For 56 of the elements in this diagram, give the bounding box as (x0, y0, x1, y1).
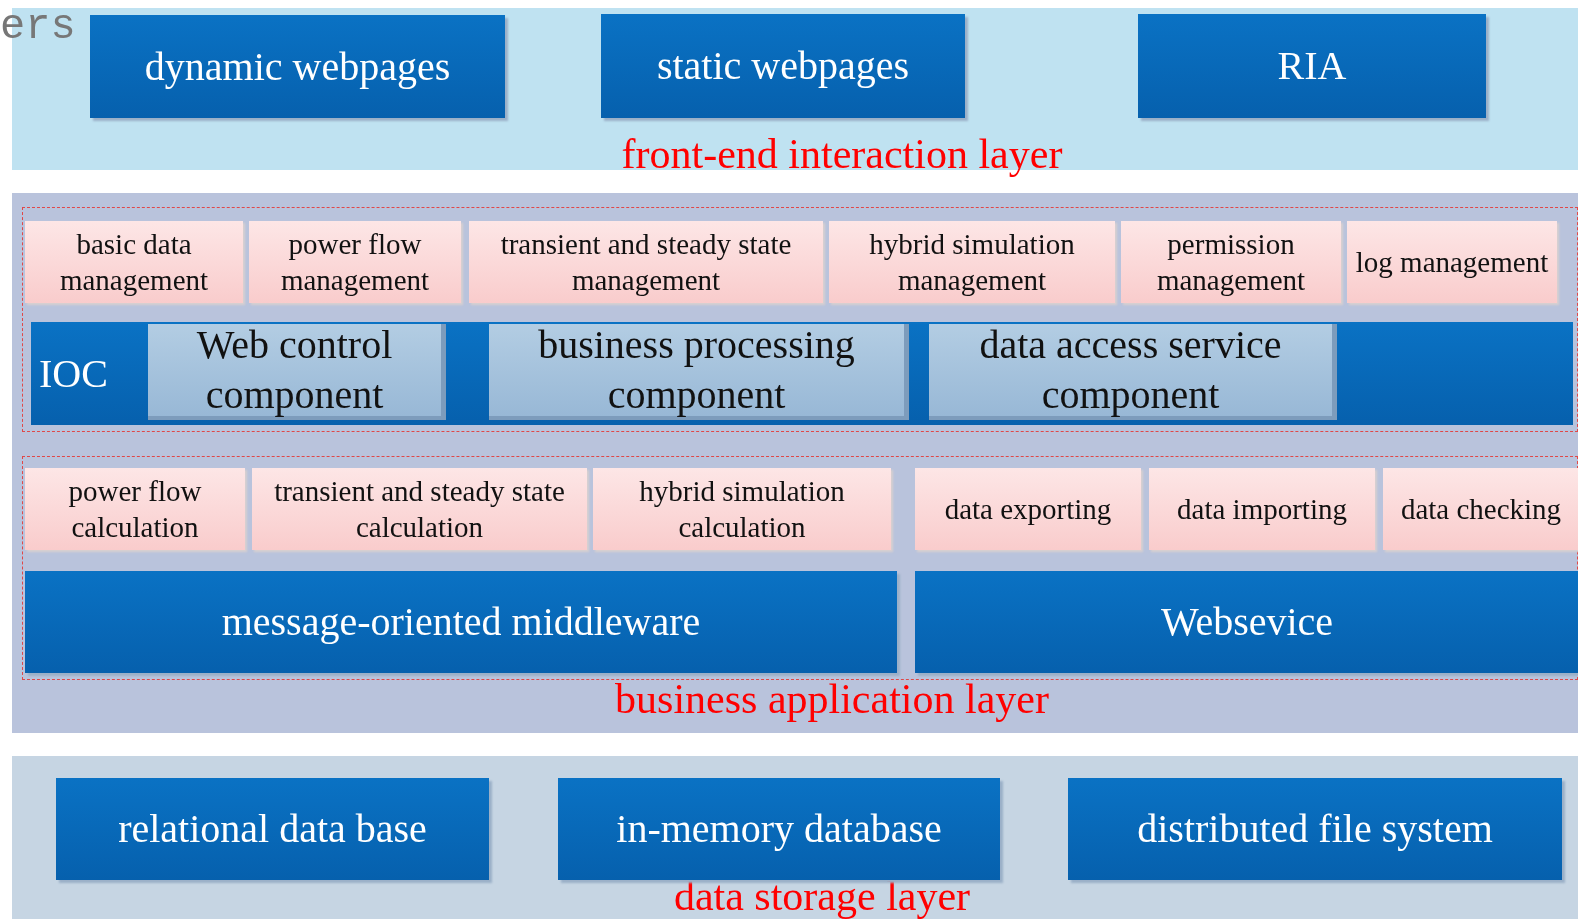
box-label: Web control component (195, 324, 394, 416)
box-label: data access service component (978, 324, 1283, 416)
box-label: data importing (1176, 491, 1348, 527)
box-label: power flow calculation (67, 473, 203, 545)
function-box (469, 221, 823, 303)
module-box (558, 778, 1000, 880)
container-label: IOC (39, 349, 108, 398)
dashed-group-box (22, 207, 1578, 432)
module-box (1138, 14, 1486, 118)
dashed-group-box (22, 456, 1578, 680)
layer-title: front-end interaction layer (620, 129, 1064, 179)
function-box (249, 221, 461, 303)
box-label: transient and steady state management (499, 226, 793, 298)
function-box (25, 468, 245, 550)
box-label: message-oriented middleware (220, 598, 702, 646)
module-box (915, 571, 1578, 673)
box-label: data exporting (943, 491, 1113, 527)
box-label: transient and steady state calculation (273, 473, 566, 545)
component-box (929, 324, 1337, 420)
cut-off-text: ers (0, 4, 76, 51)
module-box (90, 15, 505, 118)
box-label: static webpages (655, 42, 911, 90)
module-box (601, 14, 965, 118)
box-label: basic data management (58, 226, 210, 298)
layer-band (12, 756, 1578, 919)
function-box (915, 468, 1141, 550)
layer-title: business application layer (614, 674, 1050, 724)
module-box (25, 571, 897, 673)
function-box (1347, 221, 1557, 303)
container-band (31, 322, 1573, 425)
box-label: business processing component (537, 324, 856, 416)
component-box (148, 324, 446, 420)
module-box (56, 778, 489, 880)
component-box (489, 324, 909, 420)
box-label: dynamic webpages (143, 42, 452, 91)
function-box (25, 221, 243, 303)
box-label: permission management (1155, 226, 1307, 298)
box-label: hybrid simulation management (868, 226, 1076, 298)
function-box (252, 468, 587, 550)
layer-title: data storage layer (672, 871, 972, 919)
box-label: power flow management (279, 226, 431, 298)
function-box (1383, 468, 1578, 550)
module-box (1068, 778, 1562, 880)
box-label: data checking (1399, 491, 1563, 527)
box-label: distributed file system (1136, 805, 1494, 853)
function-box (1149, 468, 1375, 550)
box-label: RIA (1276, 42, 1348, 90)
function-box (1121, 221, 1341, 303)
box-label: relational data base (117, 805, 428, 853)
box-label: in-memory database (615, 805, 943, 853)
box-label: Websevice (1159, 598, 1335, 646)
function-box (593, 468, 891, 550)
function-box (829, 221, 1115, 303)
box-label: hybrid simulation calculation (638, 473, 846, 545)
layer-band (12, 193, 1578, 733)
box-label: log management (1354, 244, 1550, 280)
